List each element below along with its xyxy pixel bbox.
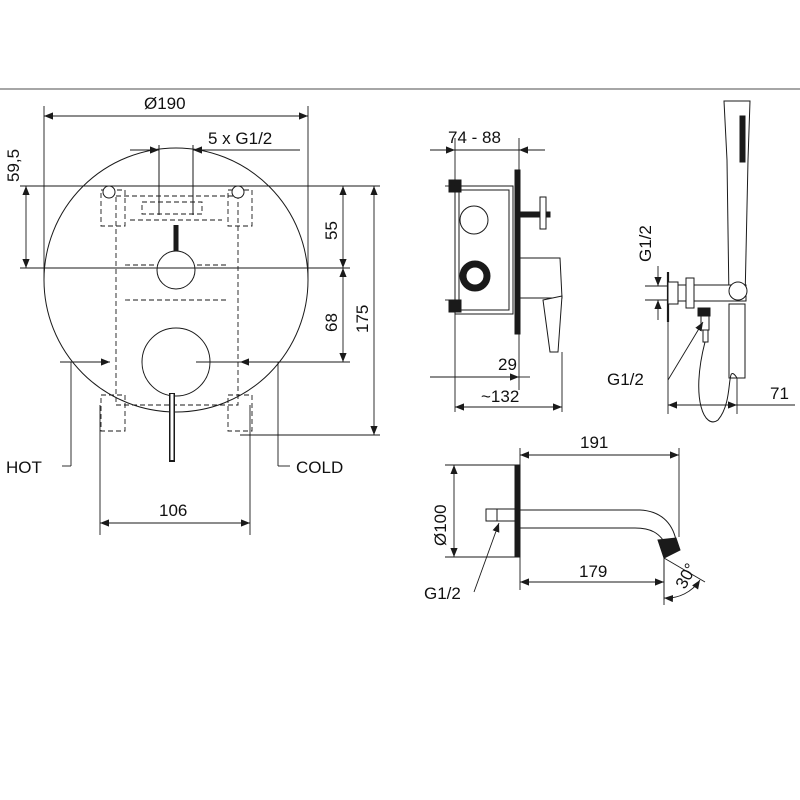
hose-connector — [697, 307, 711, 317]
label-29: 29 — [498, 355, 517, 374]
label-5xg12: 5 x G1/2 — [208, 129, 272, 148]
label-74-88: 74 - 88 — [448, 128, 501, 147]
label-55: 55 — [322, 221, 341, 240]
lever-body-icon — [519, 257, 563, 299]
spout-view — [445, 448, 706, 605]
label-132: ~132 — [481, 387, 519, 406]
label-191: 191 — [580, 433, 608, 452]
side-view — [430, 138, 563, 412]
label-59-5: 59,5 — [4, 149, 23, 182]
shower-head-icon — [723, 100, 751, 301]
hand-shower-view — [645, 100, 795, 423]
label-diameter-100: Ø100 — [431, 504, 450, 546]
label-hot: HOT — [6, 458, 42, 477]
spout-aerator-icon — [657, 537, 681, 559]
spout-g12-leader — [473, 522, 500, 593]
angle-arc-30 — [663, 579, 701, 603]
label-g12-top: G1/2 — [636, 225, 655, 262]
diverter-knob-icon — [156, 250, 196, 290]
port-icon — [459, 205, 489, 235]
g12-leader — [667, 321, 704, 381]
label-spout-g12: G1/2 — [424, 584, 461, 603]
hose — [698, 341, 738, 423]
spout-body-icon — [519, 509, 677, 549]
label-g12-bottom: G1/2 — [607, 370, 644, 389]
front-view — [20, 106, 380, 535]
wall-plate — [514, 169, 521, 335]
label-68: 68 — [322, 313, 341, 332]
label-106: 106 — [159, 501, 187, 520]
fixing-screw-icon — [231, 185, 245, 199]
fixing-screw-icon — [102, 185, 116, 199]
label-179: 179 — [579, 562, 607, 581]
label-diameter-190: Ø190 — [144, 94, 186, 113]
label-71: 71 — [770, 384, 789, 403]
box-body — [454, 185, 514, 315]
handle — [728, 303, 746, 379]
label-175: 175 — [353, 305, 372, 333]
spout-wall-plate — [514, 464, 521, 558]
label-cold: COLD — [296, 458, 343, 477]
